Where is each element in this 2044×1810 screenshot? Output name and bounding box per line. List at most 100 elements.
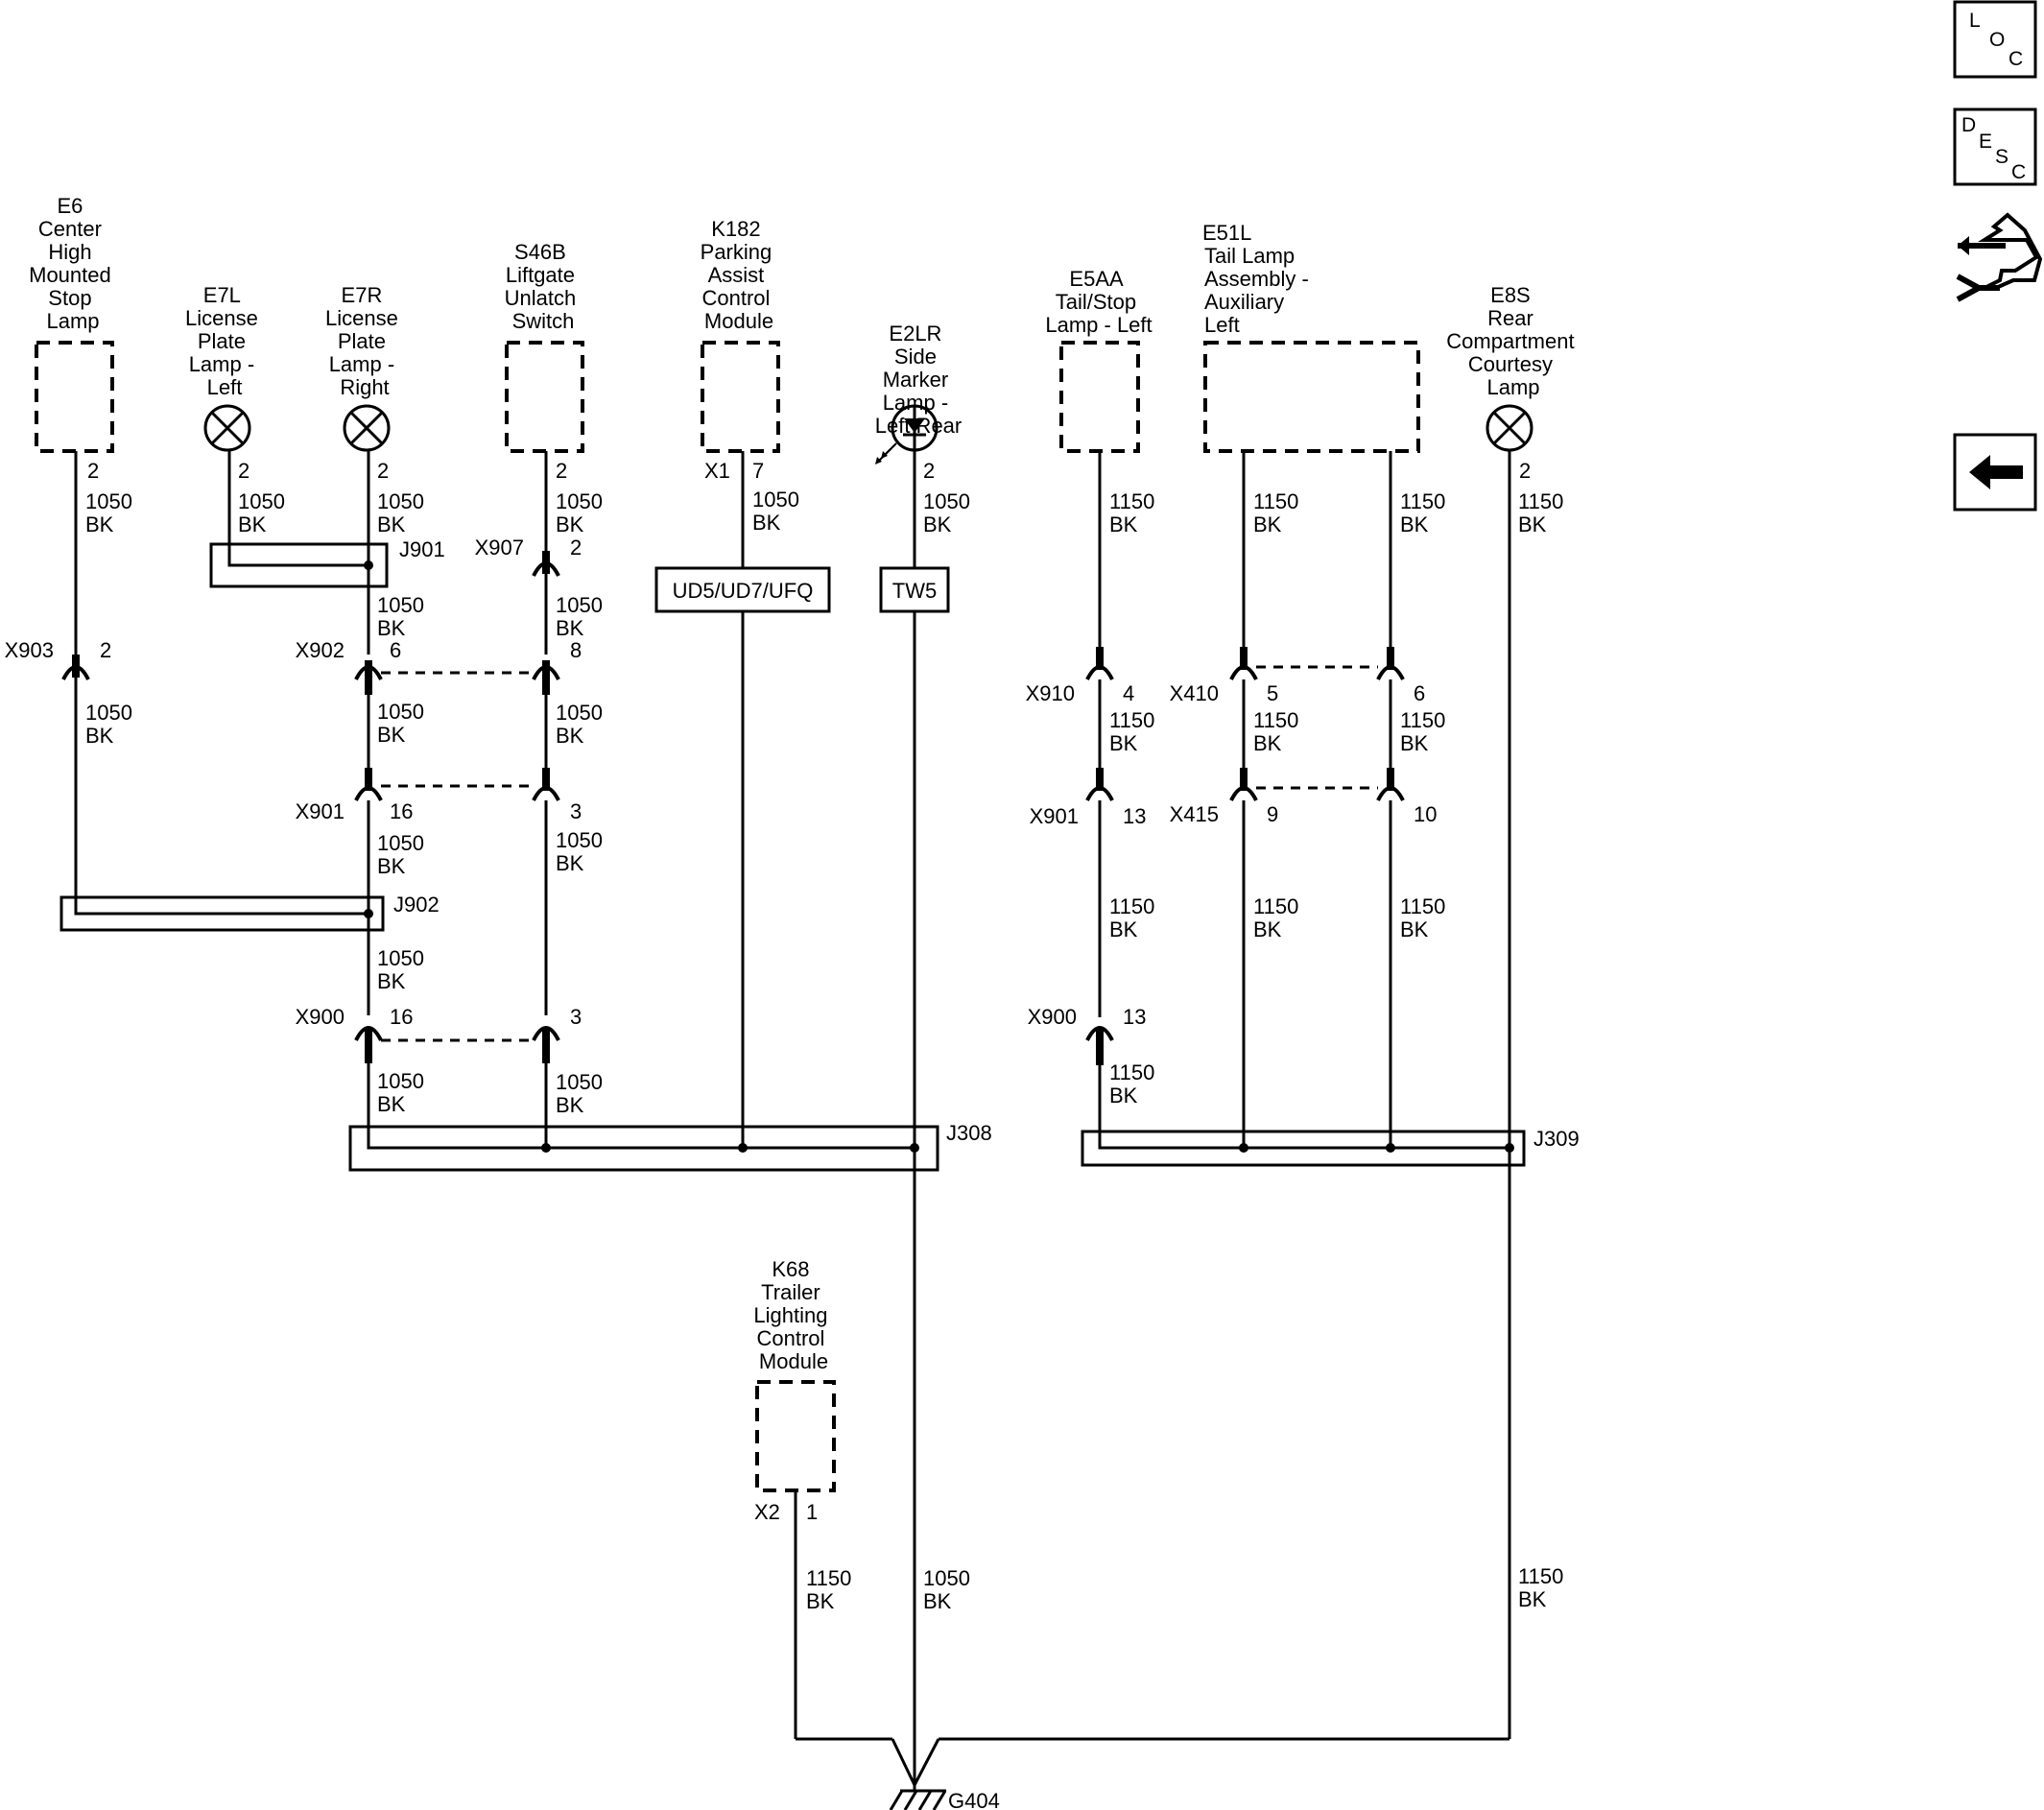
svg-text:BK: BK <box>377 1092 406 1116</box>
svg-text:1: 1 <box>806 1500 818 1524</box>
svg-text:X901: X901 <box>1030 804 1079 828</box>
svg-text:1050: 1050 <box>377 593 424 617</box>
svg-text:BK: BK <box>377 512 406 536</box>
svg-text:UD5/UD7/UFQ: UD5/UD7/UFQ <box>673 579 814 603</box>
k68-module-box <box>755 1380 836 1492</box>
svg-text:BK: BK <box>1400 512 1429 536</box>
svg-text:13: 13 <box>1123 804 1146 828</box>
svg-text:1150: 1150 <box>1109 894 1154 918</box>
svg-text:BK: BK <box>85 512 114 536</box>
svg-text:3: 3 <box>570 1005 582 1029</box>
splice-j901 <box>209 542 389 588</box>
svg-text:E: E <box>1979 131 1992 153</box>
svg-text:1150: 1150 <box>1109 1060 1154 1084</box>
svg-text:5: 5 <box>1267 681 1278 705</box>
back-button[interactable] <box>1953 433 2037 512</box>
svg-text:J902: J902 <box>393 893 440 917</box>
e5aa-lamp-box <box>1059 341 1140 453</box>
svg-text:BK: BK <box>1109 1084 1138 1107</box>
svg-text:C: C <box>2011 161 2026 183</box>
loc-button[interactable]: L O C <box>1953 0 2037 79</box>
svg-text:D: D <box>1961 114 1976 136</box>
desc-button[interactable]: D E S C <box>1953 107 2037 186</box>
svg-text:1150: 1150 <box>1253 708 1298 732</box>
svg-text:L: L <box>1969 10 1981 32</box>
svg-text:BK: BK <box>377 723 406 747</box>
svg-text:BK: BK <box>1518 1587 1547 1611</box>
svg-text:2: 2 <box>87 459 99 483</box>
svg-text:9: 9 <box>1267 802 1278 826</box>
splice-j308 <box>348 1125 939 1172</box>
svg-text:2: 2 <box>377 459 389 483</box>
svg-text:2: 2 <box>570 536 582 560</box>
svg-text:BK: BK <box>556 724 584 748</box>
svg-text:7: 7 <box>752 459 764 483</box>
splice-j309 <box>1081 1130 1526 1167</box>
svg-text:J901: J901 <box>399 537 445 561</box>
svg-text:BK: BK <box>1518 512 1547 536</box>
svg-text:6: 6 <box>1414 681 1425 705</box>
svg-text:2: 2 <box>1519 459 1531 483</box>
svg-text:1050: 1050 <box>377 831 424 855</box>
svg-text:4: 4 <box>1123 681 1134 705</box>
label-e51l: E51L Tail Lamp Assembly - Auxiliary Left <box>1202 221 1315 337</box>
label-k182: K182 Parking Assist Control Module <box>701 217 778 333</box>
svg-text:8: 8 <box>570 638 582 662</box>
k182-module-box <box>701 341 780 453</box>
svg-text:1150: 1150 <box>1518 1564 1563 1588</box>
svg-text:2: 2 <box>100 638 111 662</box>
e51l-assembly-box <box>1203 341 1420 453</box>
svg-text:X902: X902 <box>296 638 345 662</box>
svg-text:J308: J308 <box>946 1121 992 1145</box>
svg-text:BK: BK <box>377 969 406 993</box>
svg-text:16: 16 <box>390 799 413 823</box>
svg-text:X2: X2 <box>754 1500 780 1524</box>
ground-g404-symbol <box>889 1785 947 1810</box>
svg-text:BK: BK <box>377 616 406 640</box>
svg-text:J309: J309 <box>1533 1127 1580 1151</box>
svg-text:BK: BK <box>923 512 952 536</box>
svg-text:BK: BK <box>1400 731 1429 755</box>
svg-text:1150: 1150 <box>1400 489 1445 513</box>
svg-text:1150: 1150 <box>806 1566 851 1590</box>
svg-text:2: 2 <box>923 459 935 483</box>
svg-text:BK: BK <box>806 1589 835 1613</box>
svg-text:BK: BK <box>1400 917 1429 941</box>
label-e7l: E7L License Plate Lamp - Left <box>185 283 264 399</box>
svg-text:3: 3 <box>570 799 582 823</box>
svg-text:1050: 1050 <box>377 946 424 970</box>
svg-text:1150: 1150 <box>1400 708 1445 732</box>
e7l-lamp-symbol <box>203 404 251 452</box>
back-arrow-icon <box>1969 455 2023 489</box>
inline-connector-symbols <box>61 551 1405 1065</box>
splice-j902 <box>59 895 385 932</box>
svg-text:S: S <box>1995 146 2008 168</box>
svg-text:1150: 1150 <box>1400 894 1445 918</box>
svg-text:X903: X903 <box>5 638 54 662</box>
label-e5aa: E5AA Tail/Stop Lamp - Left <box>1045 267 1152 337</box>
inline-connector-labels: X903 2 X907 2 X902 6 8 X901 16 3 X900 16… <box>5 536 1438 1029</box>
component-pins: 2 2 2 2 X1 7 2 2 X2 1 <box>87 459 1531 1524</box>
svg-text:BK: BK <box>556 1093 584 1117</box>
e8s-lamp-symbol <box>1485 404 1533 452</box>
svg-text:BK: BK <box>556 851 584 875</box>
e2lr-option-box: TW5 <box>879 566 950 613</box>
svg-text:BK: BK <box>556 616 584 640</box>
svg-text:1050: 1050 <box>377 700 424 724</box>
svg-text:10: 10 <box>1414 802 1437 826</box>
label-s46b: S46B Liftgate Unlatch Switch <box>505 240 582 333</box>
svg-text:BK: BK <box>238 512 267 536</box>
svg-text:1150: 1150 <box>1109 708 1154 732</box>
svg-text:6: 6 <box>390 638 401 662</box>
svg-text:O: O <box>1989 29 2005 51</box>
svg-text:13: 13 <box>1123 1005 1146 1029</box>
svg-text:1050: 1050 <box>556 1070 603 1094</box>
svg-text:1150: 1150 <box>1253 489 1298 513</box>
svg-text:1050: 1050 <box>923 489 970 513</box>
connector-end-view-icon[interactable] <box>1956 212 2043 302</box>
svg-text:1050: 1050 <box>556 489 603 513</box>
svg-text:TW5: TW5 <box>892 579 937 603</box>
svg-text:BK: BK <box>1253 917 1282 941</box>
svg-text:BK: BK <box>1253 731 1282 755</box>
